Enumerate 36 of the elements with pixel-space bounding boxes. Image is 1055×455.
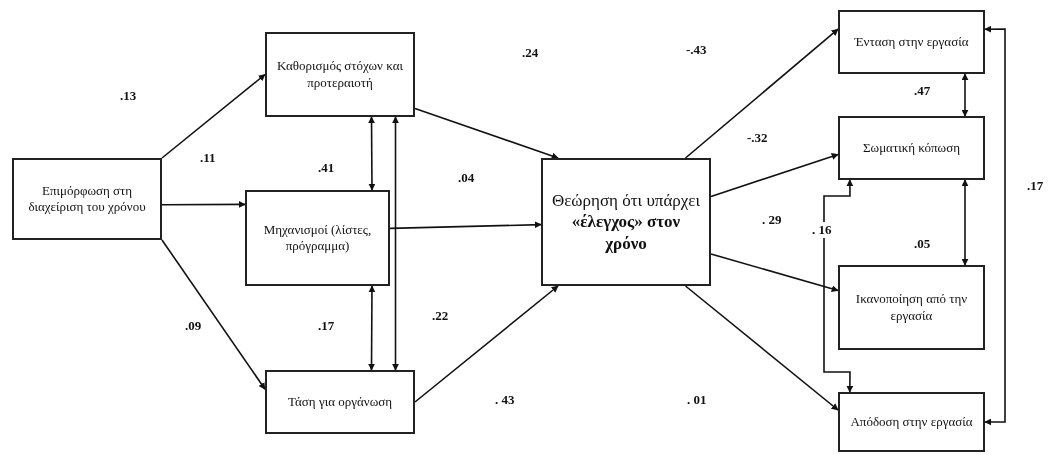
- variable-box: [265, 32, 415, 117]
- arrow: [161, 239, 266, 390]
- box-label: Επιμόρφωση στη διαχείριση του χρόνου: [27, 182, 147, 216]
- box-label: Απόδοση στην εργασία: [850, 413, 973, 431]
- arrow: [710, 253, 839, 293]
- variable-box: [838, 265, 985, 350]
- arrow: [710, 153, 839, 198]
- arrow: [961, 179, 969, 266]
- arrow: [823, 179, 854, 393]
- arrow: [984, 25, 1006, 426]
- arrow: [161, 73, 266, 159]
- variable-box: [838, 392, 985, 452]
- box-label: Μηχανισμοί (λίστες, πρόγραμμα): [262, 221, 373, 255]
- arrow: [414, 285, 559, 403]
- variable-box: [838, 10, 985, 74]
- arrow: [684, 28, 839, 159]
- arrow: [414, 107, 559, 160]
- box-label: Καθορισμός στόχων και προτεραιοτή: [276, 58, 404, 91]
- box-label: Ένταση στην εργασία: [854, 33, 969, 51]
- arrow: [368, 116, 376, 191]
- variable-box: [541, 158, 711, 286]
- box-label: Τάση για οργάνωση: [288, 393, 392, 411]
- arrow: [961, 73, 969, 117]
- arrow: [389, 221, 542, 230]
- arrow: [392, 116, 399, 371]
- box-label: Σωματική κόπωση: [863, 139, 960, 157]
- variable-box: [265, 370, 415, 434]
- box-label: Θεώρηση ότι υπάρχει «έλεγχος» στον χρόνο: [551, 190, 701, 254]
- arrow: [368, 285, 376, 371]
- path-coefficient: . 16: [810, 222, 834, 238]
- variable-box: [838, 116, 985, 180]
- arrow: [161, 200, 246, 208]
- box-label: Ικανοποίηση από την εργασία: [854, 291, 969, 324]
- variable-box: [245, 190, 390, 286]
- arrow: [684, 285, 839, 411]
- variable-box: [12, 158, 162, 240]
